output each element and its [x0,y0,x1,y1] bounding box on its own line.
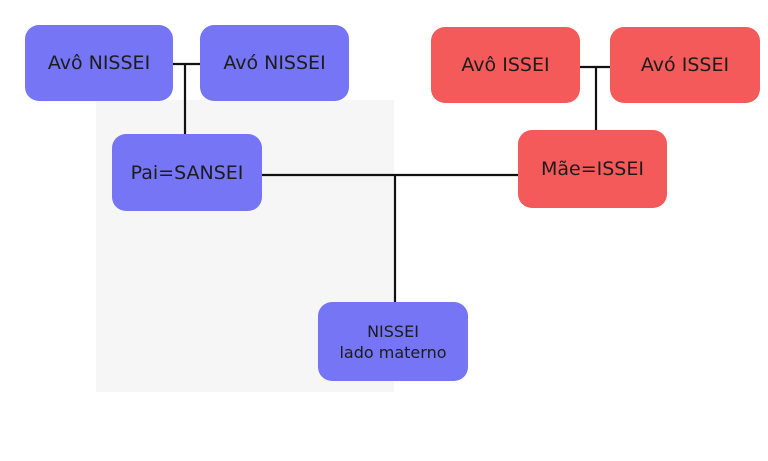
paternal-grandfather-label: Avô NISSEI [47,52,151,74]
child-label-line2: lado materno [339,342,447,362]
paternal-grandmother-label: Avó NISSEI [223,52,326,74]
father-node: Pai=SANSEI [112,134,262,211]
maternal-grandmother-node: Avó ISSEI [610,27,760,103]
father-label: Pai=SANSEI [130,161,244,184]
maternal-grandfather-label: Avô ISSEI [461,54,550,76]
mother-node: Mãe=ISSEI [518,130,667,208]
maternal-grandfather-node: Avô ISSEI [431,27,580,103]
child-label-line1: NISSEI [367,321,419,341]
mother-label: Mãe=ISSEI [541,158,644,180]
paternal-grandfather-node: Avô NISSEI [25,25,173,101]
paternal-grandmother-node: Avó NISSEI [200,25,349,101]
maternal-grandmother-label: Avó ISSEI [640,54,730,76]
child-node: NISSEI lado materno [318,302,468,381]
